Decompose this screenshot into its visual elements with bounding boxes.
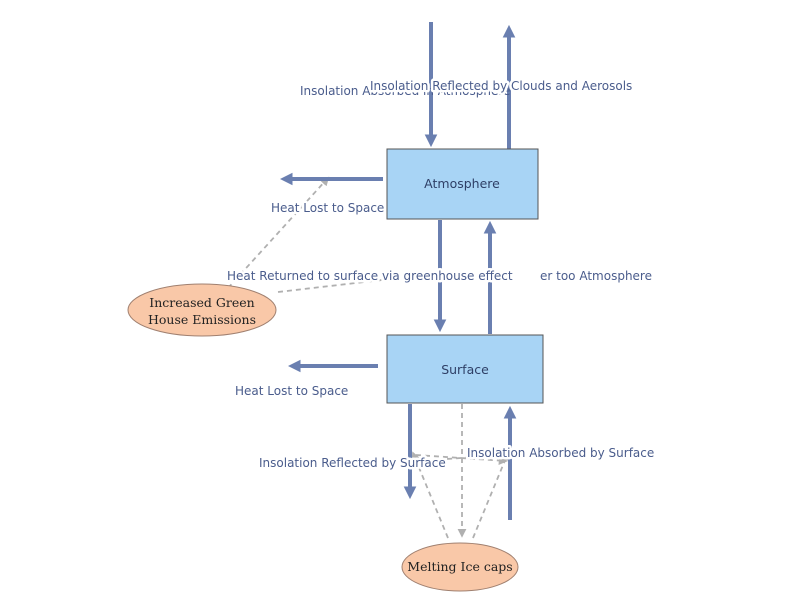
surface-node: Surface: [386, 334, 544, 404]
greenhouse-oval: [127, 283, 277, 337]
surface-to-atmosphere-label: er too Atmosphere: [540, 269, 652, 283]
greenhouse-to-heat-lost-dashed: [227, 176, 330, 289]
insolation-reflected-surface-label: Insolation Reflected by Surface: [259, 456, 446, 470]
greenhouse-to-heat-returned-dashed: [277, 271, 427, 293]
atmosphere-label: Atmosphere: [424, 176, 500, 191]
absorbed-reflected-link-dashed: [414, 454, 507, 466]
energy-arrows: [279, 22, 517, 520]
heat-lost-space-bottom-label: Heat Lost to Space: [235, 384, 348, 398]
insolation-reflected-clouds-label: Insolation Reflected by Clouds and Aeros…: [370, 79, 632, 93]
ice-to-reflected-dashed: [411, 451, 449, 539]
greenhouse-influence-lines: [227, 176, 427, 293]
insolation-absorbed-atmosphere-label: Insolation Absorbed in Atmosphere: [300, 84, 510, 98]
atmosphere-node: Atmosphere: [386, 148, 539, 220]
greenhouse-label-line1: Increased Green: [149, 295, 254, 310]
greenhouse-node: Increased Green House Emissions: [127, 283, 277, 337]
surface-label: Surface: [441, 362, 489, 377]
heat-returned-greenhouse-label: Heat Returned to surface via greenhouse …: [227, 269, 513, 283]
surface-box: [386, 334, 544, 404]
ice-to-absorbed-dashed: [472, 451, 510, 539]
ice-influence-lines: [411, 404, 510, 539]
ice-oval: [401, 542, 519, 592]
insolation-absorbed-surface-label: Insolation Absorbed by Surface: [467, 446, 654, 460]
heat-lost-space-top-label: Heat Lost to Space: [271, 201, 384, 215]
greenhouse-label-line2: House Emissions: [148, 312, 256, 327]
atmosphere-box: [386, 148, 539, 220]
ice-label: Melting Ice caps: [407, 559, 512, 574]
ice-node: Melting Ice caps: [401, 542, 519, 592]
